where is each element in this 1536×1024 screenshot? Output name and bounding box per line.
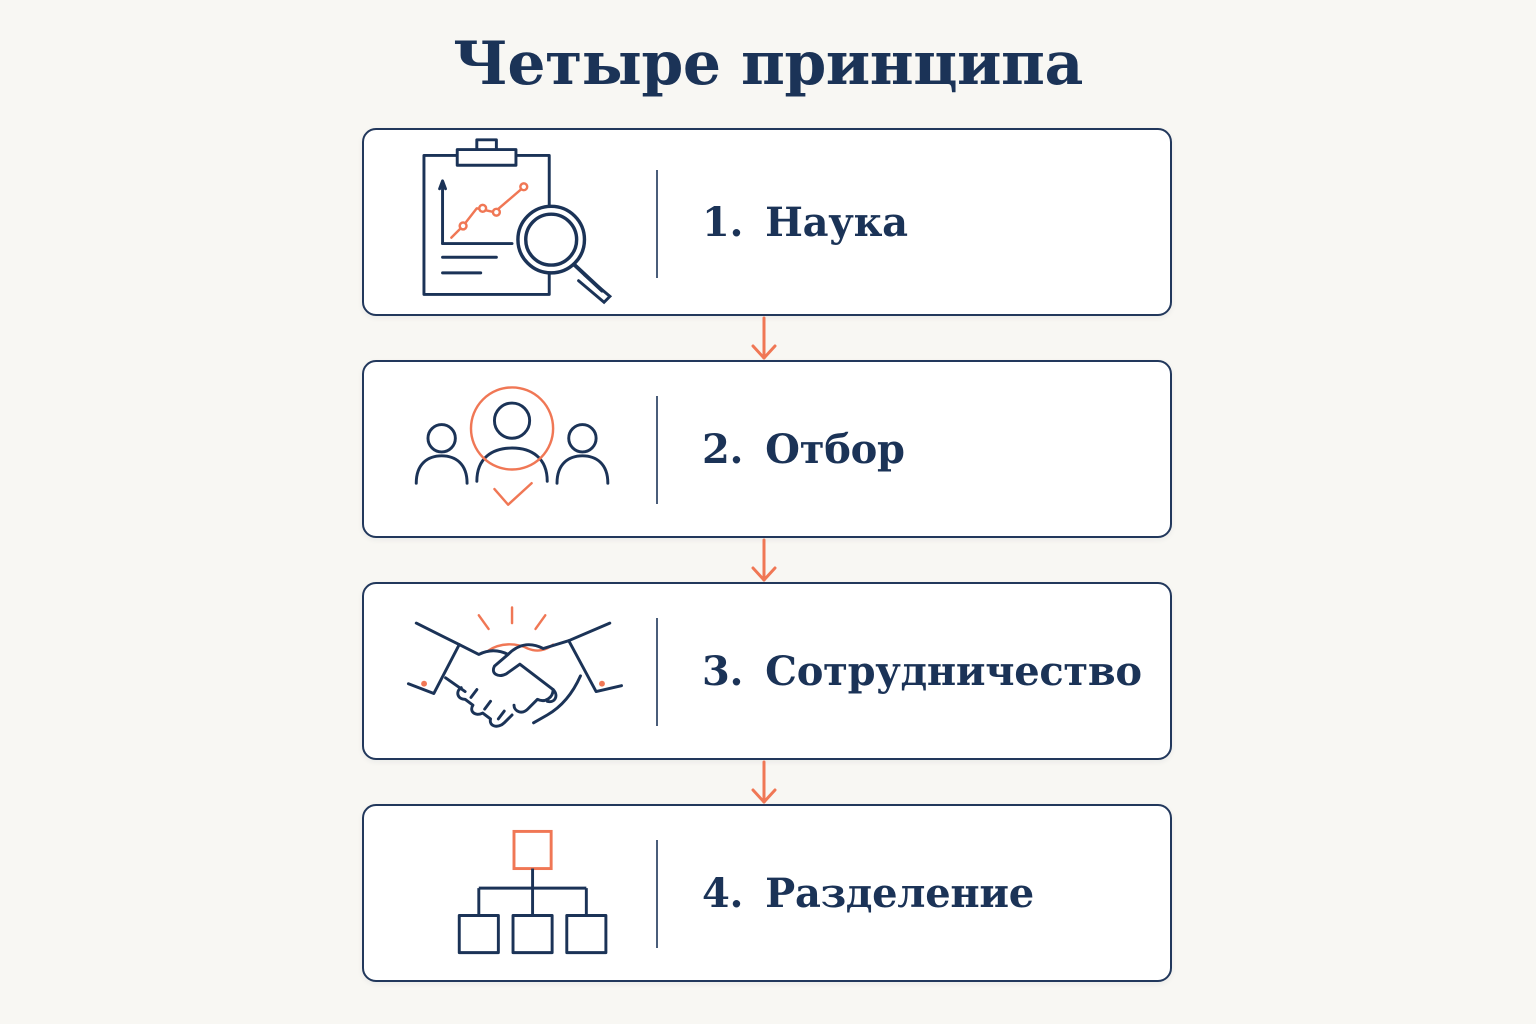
principle-label-3: 3. Сотрудничество (702, 584, 1142, 758)
principle-label-2: 2. Отбор (702, 362, 905, 536)
principle-card-1: 1. Наука (362, 128, 1172, 316)
principle-title: Разделение (765, 869, 1034, 917)
principle-label-4: 4. Разделение (702, 806, 1034, 980)
principle-title: Наука (765, 198, 908, 246)
principle-number: 4. (702, 869, 744, 917)
card-divider (656, 170, 658, 278)
page-title: Четыре принципа (453, 29, 1083, 99)
principle-number: 3. (702, 647, 744, 695)
card-divider (656, 396, 658, 504)
principle-card-3: 3. Сотрудничество (362, 582, 1172, 760)
people-selection-icon (404, 362, 624, 536)
arrow-down-icon (751, 538, 777, 582)
principle-number: 2. (702, 425, 744, 473)
handshake-icon (404, 584, 624, 758)
principle-title: Сотрудничество (765, 647, 1142, 695)
principle-card-4: 4. Разделение (362, 804, 1172, 982)
clipboard-chart-magnifier-icon (404, 130, 624, 314)
principle-card-2: 2. Отбор (362, 360, 1172, 538)
arrow-down-icon (751, 760, 777, 804)
hierarchy-icon (404, 806, 624, 980)
principle-number: 1. (702, 198, 744, 246)
principle-label-1: 1. Наука (702, 130, 908, 314)
arrow-down-icon (751, 316, 777, 360)
card-divider (656, 840, 658, 948)
card-divider (656, 618, 658, 726)
principle-title: Отбор (765, 425, 905, 473)
